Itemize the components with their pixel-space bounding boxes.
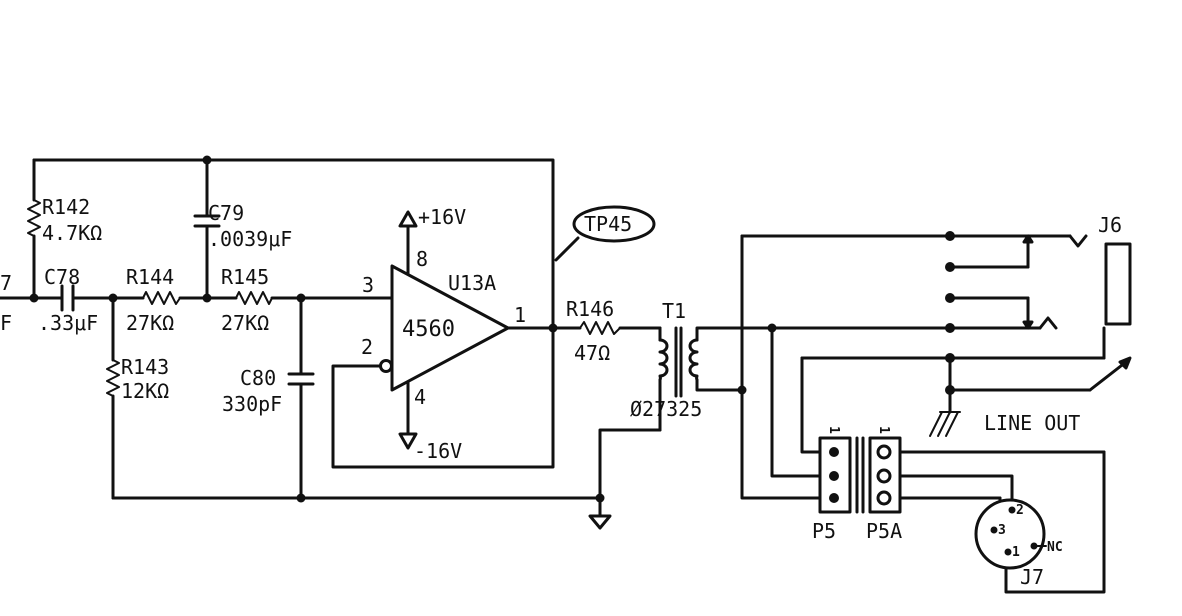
r146-ref: R146 (566, 297, 614, 321)
testpoint-tp45: TP45 (554, 205, 656, 262)
c80-ref: C80 (240, 366, 276, 390)
j7-pin2: 2 (1016, 503, 1024, 518)
p5-ref: P5 (812, 519, 836, 543)
j7-nc: NC (1047, 540, 1063, 555)
c80-value: 330pF (222, 392, 282, 416)
t1-part: Ø27325 (630, 397, 702, 421)
r143-value: 12KΩ (121, 379, 169, 403)
j7-pin1: 1 (1012, 545, 1020, 560)
junction-dots-right (737, 231, 955, 395)
connector-p5: 1 P5 (812, 426, 865, 543)
j7-pin3: 3 (998, 523, 1006, 538)
r142-value: 4.7KΩ (42, 221, 102, 245)
r145-value: 27KΩ (221, 311, 269, 335)
u13a-vneg: -16V (414, 439, 462, 463)
r143-ref: R143 (121, 355, 169, 379)
p5a-pin1: 1 (876, 426, 891, 434)
r145-ref: R145 (221, 265, 269, 289)
junction-dots-left (29, 155, 605, 503)
c79-value: .0039μF (208, 227, 292, 251)
capacitor-c79: C79 .0039μF (193, 201, 292, 251)
u13a-part: 4560 (402, 317, 455, 342)
resistor-r142: R142 4.7KΩ (27, 195, 102, 245)
wires-left (0, 158, 662, 518)
jack-j6: J6 LINE OUT (984, 213, 1132, 435)
j6-ref: J6 (1098, 213, 1122, 237)
wires-right (695, 234, 1132, 594)
resistor-r144: R144 27KΩ (126, 265, 181, 335)
t1-ref: T1 (662, 299, 686, 323)
j6-label: LINE OUT (984, 411, 1080, 435)
u13a-pin-vneg: 4 (414, 385, 426, 409)
wires-output (506, 323, 662, 432)
u13a-pin-plus: 3 (362, 273, 374, 297)
capacitor-c78: C78 .33μF (38, 265, 98, 335)
r146-value: 47Ω (574, 341, 610, 365)
u13a-vpos: +16V (418, 205, 466, 229)
capacitor-c80: C80 330pF (222, 366, 315, 416)
opamp-u13a: +16V -16V 8 4 3 2 1 4560 U13A (361, 205, 526, 463)
partial-left-component: 7 F (0, 271, 12, 335)
r144-value: 27KΩ (126, 311, 174, 335)
resistor-r146: R146 47Ω (566, 297, 621, 365)
u13a-pin-out: 1 (514, 303, 526, 327)
u13a-pin-vpos: 8 (416, 247, 428, 271)
connector-p5a: 1 P5A (866, 426, 902, 543)
connector-j7: 2 3 1 NC J7 (974, 498, 1063, 589)
partial-value-fragment: F (0, 311, 12, 335)
j7-ref: J7 (1020, 565, 1044, 589)
c78-value: .33μF (38, 311, 98, 335)
r144-ref: R144 (126, 265, 174, 289)
p5a-ref: P5A (866, 519, 902, 543)
u13a-pin-minus: 2 (361, 335, 373, 359)
c79-ref: C79 (208, 201, 244, 225)
u13a-ref: U13A (448, 271, 496, 295)
resistor-r143: R143 12KΩ (106, 355, 169, 403)
transformer-t1: T1 Ø27325 (630, 299, 702, 421)
tp45-ref: TP45 (584, 212, 632, 236)
p5-pin1: 1 (826, 426, 841, 434)
resistor-r145: R145 27KΩ (221, 265, 273, 335)
c78-ref: C78 (44, 265, 80, 289)
r142-ref: R142 (42, 195, 90, 219)
ground-symbol-analog (588, 514, 612, 530)
partial-ref-fragment: 7 (0, 271, 12, 295)
